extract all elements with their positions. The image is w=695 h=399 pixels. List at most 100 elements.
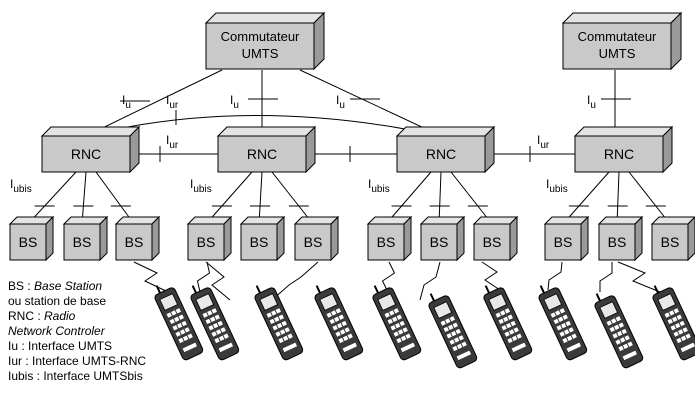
legend-iubis: Iubis : Interface UMTSbis xyxy=(8,369,143,383)
rnc-node-2: RNC xyxy=(216,125,317,174)
iubis-label-4: Iubis xyxy=(546,177,568,195)
bs-label: BS xyxy=(250,234,269,250)
iur-label-right: Iur xyxy=(537,133,550,151)
mobile-phone-icon xyxy=(594,293,644,369)
legend-rnc-term: Radio xyxy=(44,309,76,323)
legend-iu: Iu : Interface UMTS xyxy=(8,339,113,353)
legend-bs-key: BS : xyxy=(8,279,35,293)
bs-label: BS xyxy=(197,234,216,250)
rnc-node-3: RNC xyxy=(395,125,496,174)
mobile-phone-icon xyxy=(372,285,422,361)
switch-1-line1: Commutateur xyxy=(221,29,300,44)
legend-iur: Iur : Interface UMTS-RNC xyxy=(8,354,147,368)
iubis-link xyxy=(562,171,610,225)
base-station: BS xyxy=(597,215,644,262)
radio-links xyxy=(133,261,661,301)
switch-2-line1: Commutateur xyxy=(578,29,657,44)
radio-link-icon xyxy=(481,261,501,291)
mobile-phone-icon xyxy=(314,285,364,361)
radio-link-icon xyxy=(196,261,211,293)
switch-1-line2: UMTS xyxy=(242,46,279,61)
iubis-link xyxy=(438,171,442,225)
mobile-phones xyxy=(154,285,695,369)
iur-label-mid: Iur xyxy=(166,133,179,151)
bs-label: BS xyxy=(483,234,502,250)
iubis-label-3: Iubis xyxy=(368,177,390,195)
iubis-link xyxy=(95,171,135,225)
bs-label: BS xyxy=(661,234,680,250)
iubis-link xyxy=(205,171,253,225)
switch-2-line2: UMTS xyxy=(599,46,636,61)
mobile-phone-icon xyxy=(538,285,588,361)
network-links xyxy=(27,69,671,225)
bs-label: BS xyxy=(430,234,449,250)
iu-label-1: Iu xyxy=(122,93,131,111)
radio-link-icon xyxy=(547,261,563,291)
rnc-node-4: RNC xyxy=(573,125,674,174)
base-station: BS xyxy=(62,215,109,262)
base-station: BS xyxy=(293,215,340,262)
iubis-link xyxy=(27,171,77,225)
base-station: BS xyxy=(186,215,233,262)
iubis-link xyxy=(81,171,87,225)
bs-label: BS xyxy=(304,234,323,250)
iu-label-3: Iu xyxy=(336,93,345,111)
iubis-link xyxy=(450,171,493,225)
radio-link-icon xyxy=(419,261,441,301)
radio-link-icon xyxy=(271,261,319,301)
radio-link-icon xyxy=(381,261,396,293)
bs-label: BS xyxy=(554,234,573,250)
radio-link-icon xyxy=(599,262,613,292)
base-station: BS xyxy=(114,215,161,262)
iubis-link xyxy=(616,171,620,225)
base-station: BS xyxy=(366,215,413,262)
base-station: BS xyxy=(8,215,55,262)
radio-link-icon xyxy=(205,261,231,301)
rnc-label: RNC xyxy=(426,146,456,162)
mobile-phone-icon xyxy=(652,285,695,361)
rnc-label: RNC xyxy=(71,146,101,162)
mobile-phone-icon xyxy=(483,285,533,361)
base-station: BS xyxy=(419,215,466,262)
legend: BS : Base Station ou station de base RNC… xyxy=(8,279,146,384)
iubis-label-2: Iubis xyxy=(190,177,212,195)
bs-label: BS xyxy=(608,234,627,250)
iu-label-4: Iu xyxy=(587,93,596,111)
iu-link-rnc3 xyxy=(299,69,442,137)
legend-bs-desc: ou station de base xyxy=(8,294,107,308)
base-station: BS xyxy=(239,215,286,262)
mobile-phone-icon xyxy=(254,285,304,361)
iur-label-top: Iur xyxy=(166,93,179,111)
radio-link-icon xyxy=(617,261,661,293)
legend-rnc-key: RNC : xyxy=(8,309,44,323)
rnc-node-1: RNC xyxy=(40,125,141,174)
legend-rnc-term2: Network Controler xyxy=(8,324,146,339)
mobile-phone-icon xyxy=(428,293,478,369)
iu-label-2: Iu xyxy=(230,93,239,111)
iubis-label-1: Iubis xyxy=(10,177,32,195)
mobile-phone-icon xyxy=(154,285,204,361)
rnc-label: RNC xyxy=(247,146,277,162)
rnc-label: RNC xyxy=(604,146,634,162)
legend-bs-term: Base Station xyxy=(34,279,103,293)
mobile-phone-icon xyxy=(190,285,240,361)
iubis-link xyxy=(628,171,671,225)
base-station: BS xyxy=(472,215,519,262)
bs-label: BS xyxy=(73,234,92,250)
iubis-link xyxy=(258,171,263,225)
iubis-link xyxy=(385,171,432,225)
bs-label: BS xyxy=(19,234,38,250)
iu-link-rnc1 xyxy=(85,69,223,137)
base-station: BS xyxy=(650,216,695,262)
bs-label: BS xyxy=(125,234,144,250)
base-station: BS xyxy=(543,215,590,262)
iubis-link xyxy=(271,171,314,225)
legend-rnc-line: RNC : Radio xyxy=(8,309,146,324)
legend-bs-line: BS : Base Station xyxy=(8,279,146,294)
bs-label: BS xyxy=(377,234,396,250)
